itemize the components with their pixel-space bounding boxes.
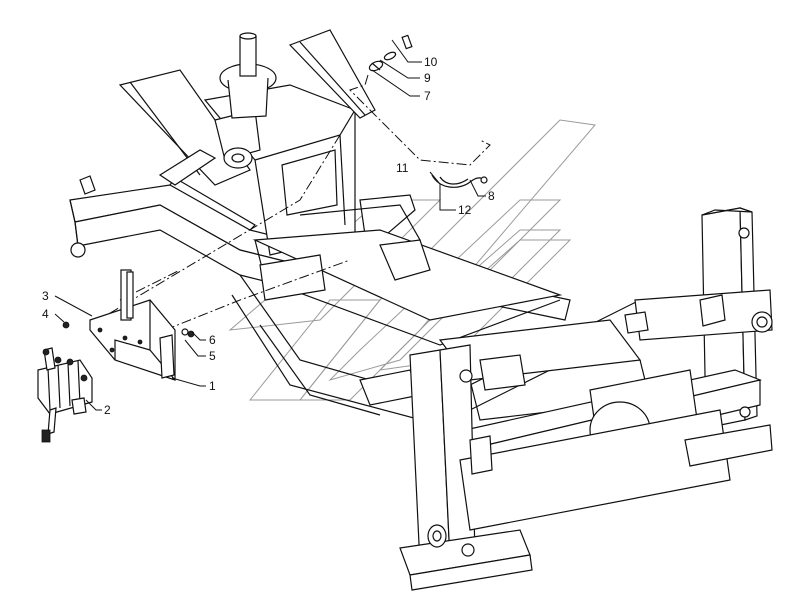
hose-assembly (431, 174, 488, 188)
callout-2: 2 (104, 403, 111, 417)
callout-labels: 10 9 7 11 12 8 3 4 6 5 1 2 (42, 55, 495, 417)
callout-6: 6 (209, 333, 216, 347)
hydraulic-routing-lines (89, 74, 491, 331)
callout-leaders (54, 39, 486, 411)
mid-frame (252, 229, 651, 421)
upper-tower (118, 29, 421, 261)
callout-11: 11 (396, 161, 409, 175)
callout-7: 7 (424, 89, 431, 103)
rear-frame (399, 207, 773, 591)
bolt-stack (368, 34, 413, 72)
callout-10: 10 (424, 55, 438, 69)
mounting-bracket (62, 269, 195, 381)
callout-8: 8 (488, 189, 495, 203)
callout-9: 9 (424, 71, 431, 85)
callout-1: 1 (209, 379, 216, 393)
control-valve (37, 347, 93, 443)
callout-12: 12 (458, 203, 472, 217)
callout-3: 3 (42, 289, 49, 303)
callout-4: 4 (42, 307, 49, 321)
callout-5: 5 (209, 349, 216, 363)
